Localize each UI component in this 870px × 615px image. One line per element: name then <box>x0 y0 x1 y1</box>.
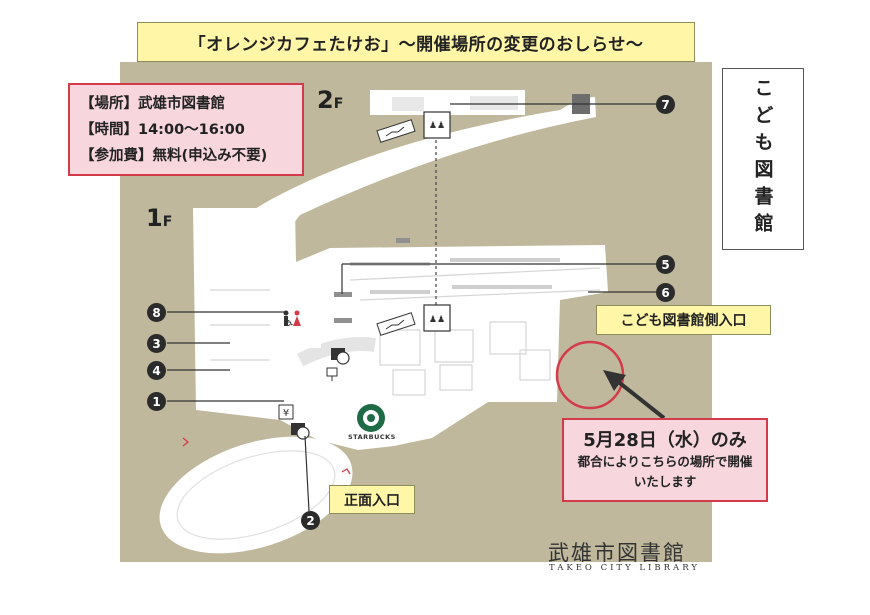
marker-5: 5 <box>656 255 675 274</box>
svg-text:♿: ♿ <box>283 315 295 330</box>
svg-text:♟♟: ♟♟ <box>429 315 445 325</box>
floor-label-2f: 2F <box>317 86 344 114</box>
info-place: 【場所】武雄市図書館 <box>80 96 225 112</box>
library-logo-jp: 武雄市図書館 <box>548 541 686 565</box>
elevator-icon: ♟♟ <box>423 111 451 139</box>
kids-library-box: こども図書館 <box>722 68 804 250</box>
info-fee: 【参加費】無料(申込み不要) <box>80 148 268 164</box>
marker-4: 4 <box>147 361 166 380</box>
notice-box: 5月28日（水）のみ 都合によりこちらの場所で開催 いたします <box>562 418 768 502</box>
main-entrance-label: 正面入口 <box>329 485 415 514</box>
notice-line2: いたします <box>633 474 697 489</box>
notice-line1: 都合によりこちらの場所で開催 <box>577 454 753 469</box>
info-time: 【時間】14:00～16:00 <box>80 122 245 138</box>
locker-icon <box>326 367 338 381</box>
marker-2: 2 <box>301 511 320 530</box>
marker-1: 1 <box>147 392 166 411</box>
notice-main: 5月28日（水）のみ <box>583 430 747 451</box>
elevator-icon: ♟♟ <box>423 304 451 332</box>
marker-3: 3 <box>147 334 166 353</box>
arrow-icon <box>603 370 666 420</box>
event-info-box: 【場所】武雄市図書館 【時間】14:00～16:00 【参加費】無料(申込み不要… <box>68 83 304 176</box>
escalator-icon <box>376 312 416 336</box>
marker-7: 7 <box>656 95 675 114</box>
svg-text:♟♟: ♟♟ <box>429 121 445 131</box>
library-logo-en: TAKEO CITY LIBRARY <box>549 563 700 573</box>
svg-text:¥: ¥ <box>283 408 289 419</box>
kids-library-label: こども図書館 <box>751 78 774 240</box>
marker-8: 8 <box>147 303 166 322</box>
bicycle-parking-icon <box>331 348 350 365</box>
escalator-icon <box>376 119 416 143</box>
starbucks-label: STARBUCKS <box>348 433 396 441</box>
floor-label-1f: 1F <box>146 204 173 232</box>
kids-entrance-label: こども図書館側入口 <box>596 305 771 335</box>
bicycle-parking-icon <box>291 423 310 440</box>
marker-6: 6 <box>656 283 675 302</box>
starbucks-logo-icon <box>357 404 385 432</box>
page-title: 「オレンジカフェたけお」～開催場所の変更のおしらせ～ <box>137 22 695 62</box>
yen-atm-icon: ¥ <box>278 404 294 420</box>
